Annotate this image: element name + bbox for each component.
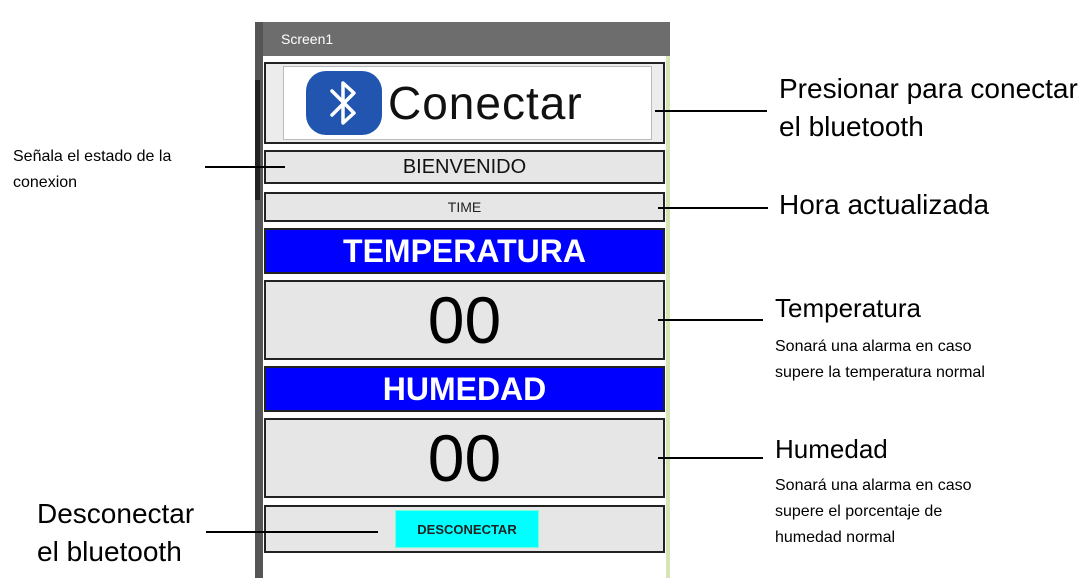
phone-frame-edge (255, 22, 263, 578)
phone-scrollbar[interactable] (255, 80, 260, 200)
disconnect-annotation: Desconectar el bluetooth (37, 498, 195, 567)
screen-titlebar: Screen1 (263, 22, 670, 56)
disconnect-button[interactable]: DESCONECTAR (395, 510, 539, 548)
time-label: TIME (264, 192, 665, 222)
temperature-annotation: Temperatura Sonará una alarma en caso su… (775, 293, 985, 381)
phone-frame-right (666, 56, 670, 578)
connection-status-label: BIENVENIDO (264, 150, 665, 184)
connect-pointer-line (655, 110, 767, 112)
status-pointer-line (205, 166, 285, 168)
connect-button[interactable]: Conectar (283, 66, 652, 140)
humidity-value: 00 (264, 418, 665, 498)
bluetooth-icon (306, 71, 382, 135)
connect-button-label: Conectar (388, 77, 583, 129)
temperature-value: 00 (264, 280, 665, 360)
connect-annotation: Presionar para conectar el bluetooth (779, 73, 1078, 142)
humidity-header: HUMEDAD (264, 366, 665, 412)
temperature-header: TEMPERATURA (264, 228, 665, 274)
humidity-annotation: Humedad Sonará una alarma en caso supere… (775, 434, 972, 546)
time-annotation: Hora actualizada (779, 189, 990, 220)
status-annotation: Señala el estado de la conexion (13, 148, 172, 191)
time-pointer-line (658, 207, 768, 209)
disconnect-pointer-line (206, 531, 378, 533)
humidity-pointer-line (658, 457, 763, 459)
temperature-pointer-line (658, 319, 763, 321)
